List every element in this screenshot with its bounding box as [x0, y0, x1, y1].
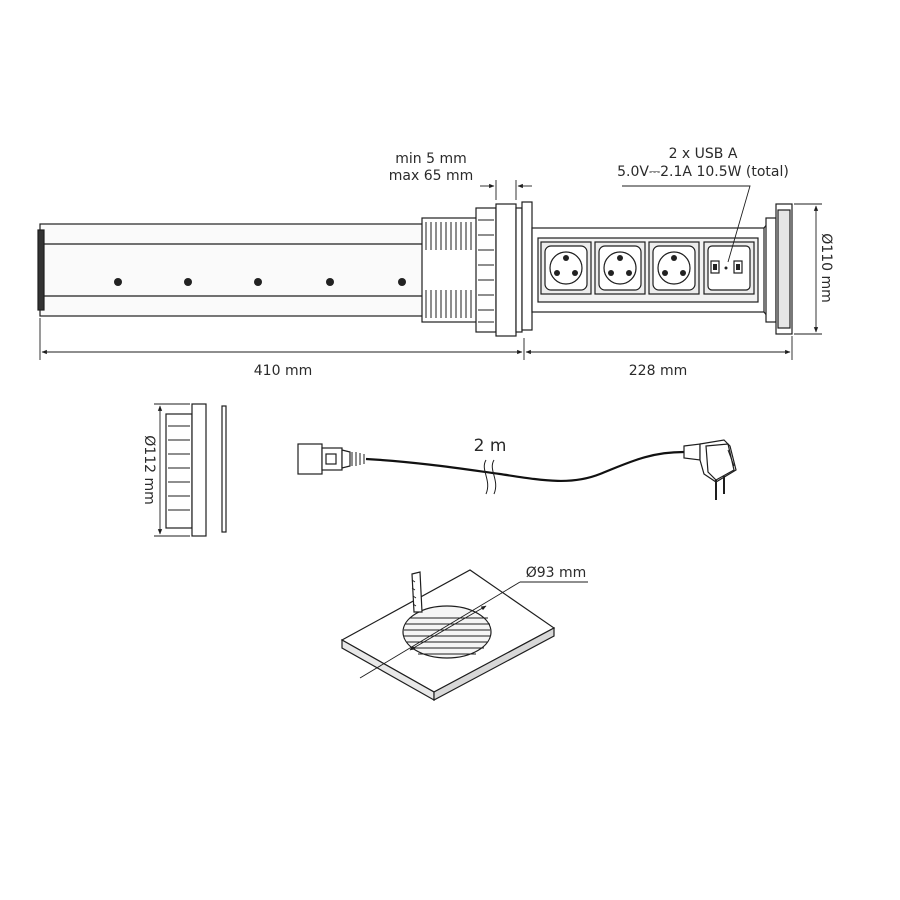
- cutout-diameter-label: Ø93 mm: [526, 565, 587, 581]
- body-length-label: 410 mm: [254, 363, 312, 379]
- flange-diameter-label: Ø112 mm: [141, 435, 157, 504]
- labels: min 5 mm max 65 mm 2 x USB A 5.0V⎓2.1A 1…: [141, 146, 834, 581]
- power-cable-view: [297, 439, 737, 500]
- install-depth-min-label: min 5 mm: [395, 151, 466, 167]
- iec-connector: [297, 443, 365, 475]
- screw-hole: [114, 278, 122, 286]
- flange-side-view: [154, 403, 227, 537]
- screw-hole: [184, 278, 192, 286]
- cutout-view: [340, 569, 588, 702]
- main-side-view: [37, 201, 793, 337]
- top-diameter-label: Ø110 mm: [818, 233, 834, 302]
- usb-spec-label: 5.0V⎓2.1A 10.5W (total): [617, 164, 789, 180]
- screw-hole: [398, 278, 406, 286]
- install-depth-max-label: max 65 mm: [389, 168, 474, 184]
- power-socket: [648, 241, 700, 295]
- body-tube: [37, 223, 429, 317]
- usb-count-label: 2 x USB A: [669, 146, 738, 162]
- schuko-plug: [683, 439, 737, 500]
- threaded-sleeve: [421, 217, 479, 323]
- power-socket: [540, 241, 592, 295]
- top-length-label: 228 mm: [629, 363, 687, 379]
- cable-length-label: 2 m: [474, 436, 507, 456]
- screw-holes: [114, 278, 406, 286]
- screw-hole: [326, 278, 334, 286]
- usb-module: [703, 241, 755, 295]
- screw-hole: [254, 278, 262, 286]
- mounting-nut: [475, 201, 533, 337]
- power-socket: [594, 241, 646, 295]
- main-view-dimensions: [39, 180, 822, 360]
